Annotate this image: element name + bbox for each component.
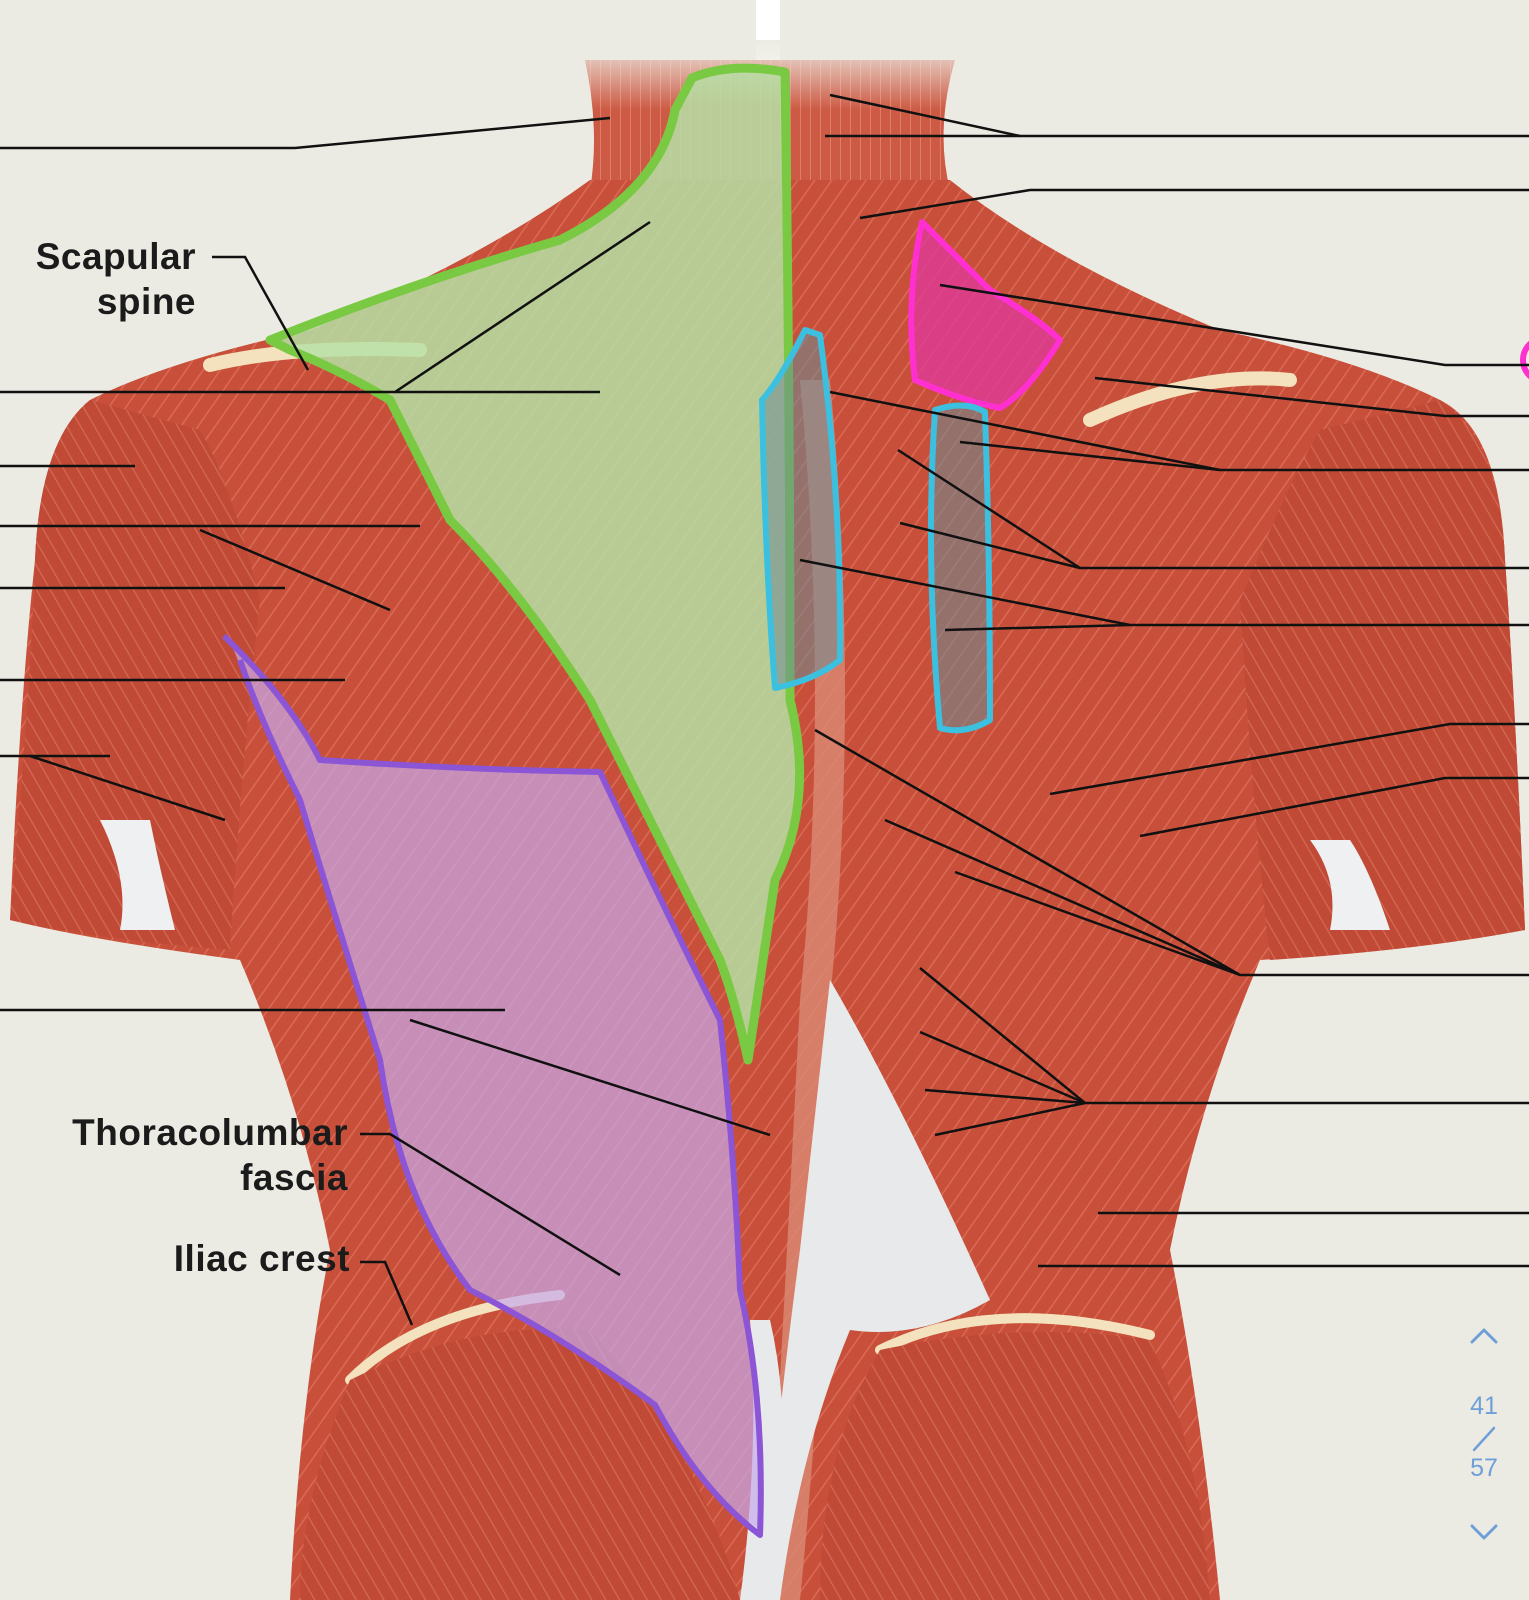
pink-marker-icon — [1520, 340, 1529, 380]
total-pages: 57 — [1470, 1454, 1498, 1482]
deep-muscle-highlights — [759, 327, 993, 734]
leader-lines-left — [0, 116, 771, 1326]
latissimus-highlight — [221, 633, 764, 1538]
leader-lines-right — [799, 93, 1529, 1268]
rhomboid-highlight — [908, 219, 1063, 411]
current-page: 41 — [1470, 1392, 1498, 1420]
chevron-up-icon[interactable] — [1468, 1322, 1500, 1348]
scapular-spine-label: Scapular spine — [35, 236, 196, 322]
thoracolumbar-fascia-label: Thoracolumbar fascia — [72, 1112, 348, 1198]
chevron-down-icon[interactable] — [1468, 1520, 1500, 1546]
page-separator — [1472, 1426, 1496, 1452]
iliac-crest-label: Iliac crest — [173, 1238, 350, 1279]
page-navigator: 41 57 — [1456, 1322, 1512, 1550]
